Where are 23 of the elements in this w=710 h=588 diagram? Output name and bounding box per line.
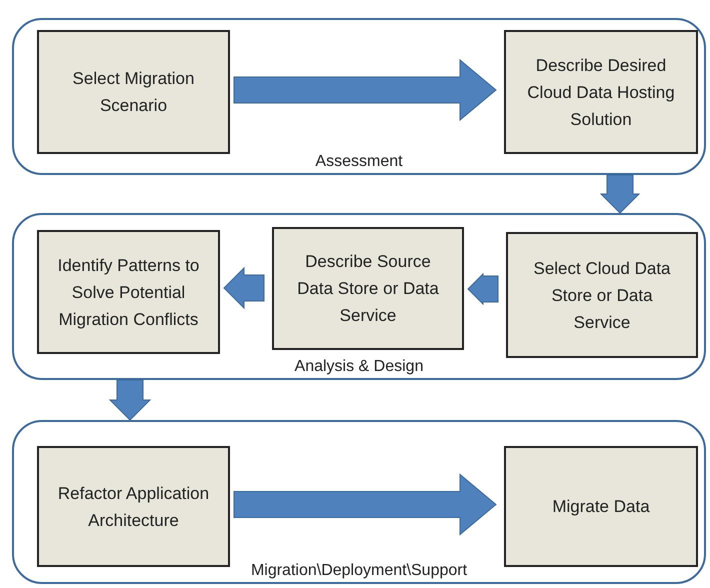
process-box: [506, 232, 698, 358]
process-box: [37, 30, 230, 154]
process-text: Select Cloud Data Store or Data Service: [532, 258, 672, 334]
block-arrow: [223, 266, 264, 310]
process-text: Identify Patterns to Solve Potential Migration Conflicts: [56, 254, 200, 330]
process-box: [37, 230, 220, 354]
process-box: [504, 30, 698, 154]
process-text: Refactor Application Architecture: [56, 482, 210, 532]
process-box: [272, 227, 464, 350]
process-text: Migrate Data: [552, 496, 650, 518]
block-arrow: [467, 272, 498, 306]
block-arrow: [108, 380, 152, 421]
process-text: Describe Source Data Store or Data Service: [296, 251, 440, 327]
process-box: [504, 446, 698, 567]
process-box: [37, 446, 230, 567]
block-arrow: [600, 174, 640, 214]
block-arrow: [234, 473, 497, 536]
phase-band: [12, 213, 706, 380]
phase-band: [12, 18, 706, 175]
phase-band: [12, 420, 706, 584]
process-text: Select Migration Scenario: [72, 68, 196, 117]
process-text: Describe Desired Cloud Data Hosting Solution: [526, 54, 676, 130]
block-arrow: [234, 58, 497, 122]
